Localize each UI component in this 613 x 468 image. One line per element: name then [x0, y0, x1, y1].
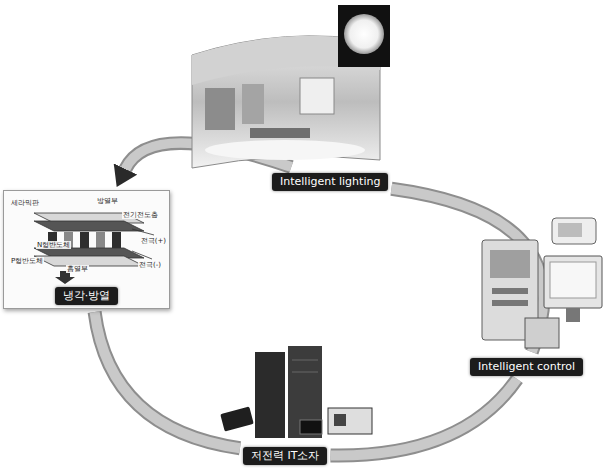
- part-label: 전극(-): [138, 261, 162, 269]
- control-screen: [558, 223, 582, 237]
- semiconductor-leg: [112, 232, 121, 248]
- server-slot: [292, 372, 318, 373]
- control-device: [552, 218, 596, 244]
- part-label: N형반도체: [36, 241, 71, 249]
- room-shelf: [242, 84, 264, 124]
- part-label: 방열부: [96, 197, 119, 205]
- server-unit: [255, 352, 285, 438]
- ring-connector: [391, 189, 543, 352]
- control-label: Intelligent control: [470, 355, 583, 376]
- control-screen: [550, 262, 596, 298]
- it-device-label: 저전력 IT소자: [243, 444, 327, 465]
- control-monitor: [544, 256, 602, 308]
- control-buttons: [492, 300, 528, 306]
- room-window: [300, 78, 334, 114]
- control-buttons: [492, 288, 528, 294]
- cooling-panel: 세라믹판 방열부전기전도층 N형반도체 전극(+) P형반도체흡열부 전극(-) 냉각·방열: [3, 190, 170, 309]
- server-slot: [292, 360, 318, 361]
- it-board: [328, 408, 372, 434]
- it-board-part: [334, 414, 346, 426]
- part-label: 흡열부: [66, 265, 89, 273]
- room-desk: [250, 128, 310, 138]
- light-bulb: [344, 14, 384, 54]
- semiconductor-leg: [96, 232, 105, 248]
- control-screen: [490, 250, 530, 278]
- room-floor: [205, 140, 365, 160]
- lead-wire: [132, 229, 154, 235]
- control-stand: [566, 308, 580, 322]
- conduct-layer: [34, 221, 144, 231]
- room-shelf: [205, 88, 235, 130]
- control-device: [525, 318, 559, 348]
- part-label: 전극(+): [140, 237, 167, 245]
- semiconductor-leg: [80, 232, 89, 248]
- ceramic-plate: [34, 256, 144, 266]
- part-label: 전기전도층: [122, 211, 159, 219]
- part-label: P형반도체: [10, 257, 44, 265]
- ring-band: [95, 312, 240, 448]
- ring-band-edge: [95, 312, 240, 448]
- ring-band-edge: [391, 189, 543, 352]
- light-panel: [338, 5, 390, 67]
- ring-connector: [95, 312, 240, 448]
- server-unit: [288, 346, 322, 438]
- node-label: Intelligent control: [470, 358, 583, 376]
- lead-wire: [132, 251, 152, 259]
- ring-band: [391, 189, 543, 352]
- node-label: 냉각·방열: [55, 287, 119, 305]
- lighting-label: Intelligent lighting: [272, 170, 388, 191]
- node-label: Intelligent lighting: [272, 173, 388, 191]
- node-label: 저전력 IT소자: [243, 447, 327, 465]
- part-label: 세라믹판: [10, 199, 40, 207]
- it-device: [220, 406, 254, 431]
- it-chip: [300, 420, 322, 434]
